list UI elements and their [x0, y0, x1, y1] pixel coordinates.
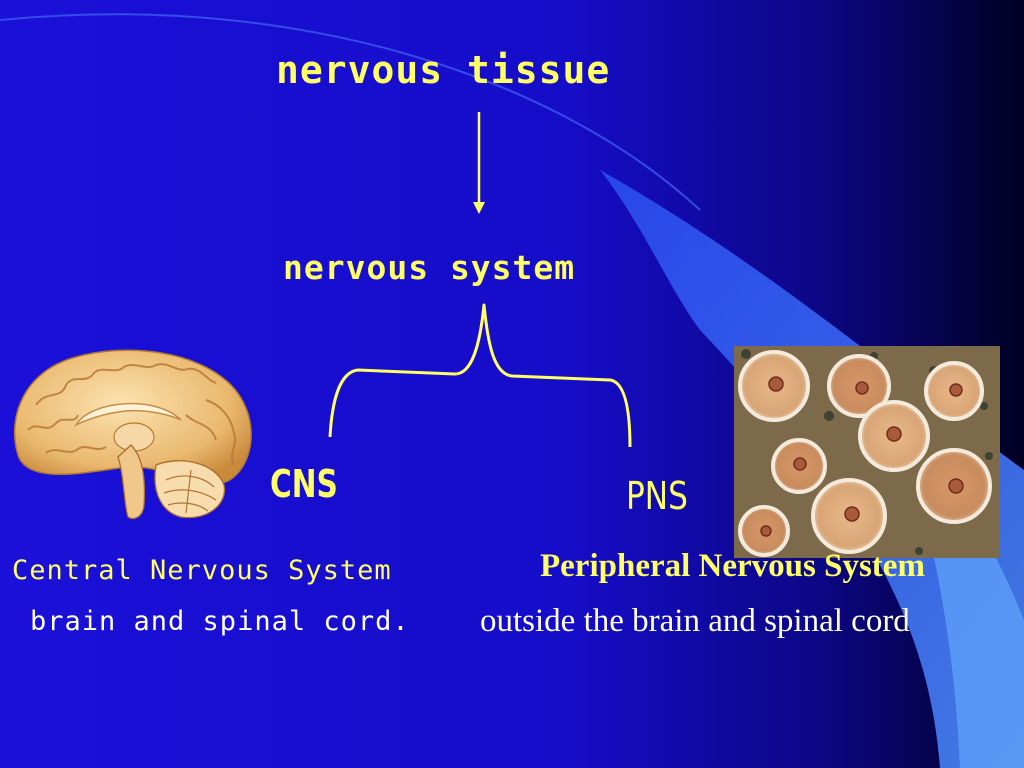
decorative-arc-line — [0, 13, 701, 211]
pns-abbreviation: PNS — [626, 474, 688, 518]
pns-full-name: Peripheral Nervous System — [540, 548, 925, 584]
cns-description: brain and spinal cord. — [30, 606, 410, 637]
brain-illustration — [13, 349, 252, 520]
arrow-head-icon — [473, 202, 485, 214]
pns-description: outside the brain and spinal cord — [480, 603, 910, 639]
decorative-swoosh — [600, 170, 1024, 768]
branch-brace — [328, 303, 632, 448]
slide-title: nervous tissue — [276, 48, 611, 92]
nervous-system-heading: nervous system — [283, 248, 576, 287]
neuron-micrograph — [734, 346, 1000, 558]
cns-full-name: Central Nervous System — [12, 555, 392, 586]
cns-abbreviation: CNS — [270, 462, 338, 506]
